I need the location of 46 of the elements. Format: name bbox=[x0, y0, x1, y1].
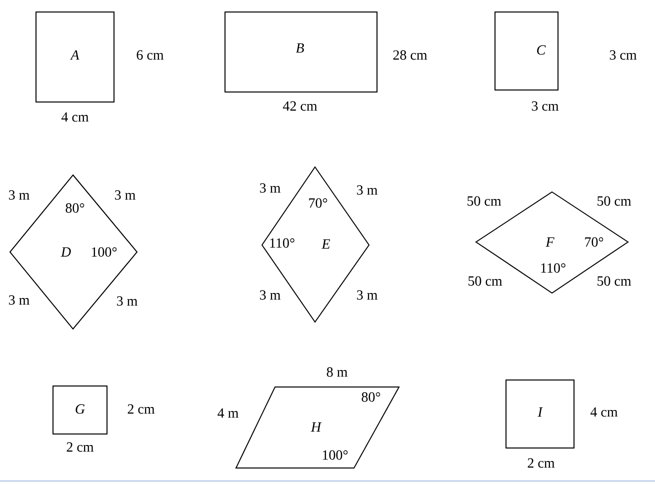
dimension-label: 4 cm bbox=[590, 407, 618, 417]
dimension-label: 3 m bbox=[8, 295, 30, 305]
dimension-label: 8 m bbox=[326, 367, 348, 377]
dimension-label: 2 cm bbox=[128, 404, 155, 414]
dimension-label: 42 cm bbox=[282, 101, 318, 111]
rectangle-shape bbox=[224, 12, 378, 92]
dimension-label: 50 cm bbox=[598, 276, 632, 286]
dimension-label: 50 cm bbox=[468, 196, 502, 206]
angle-label: 100° bbox=[92, 247, 117, 257]
dimension-label: 2 cm bbox=[528, 458, 555, 468]
angle-label: 70° bbox=[585, 237, 604, 247]
dimension-label: 3 m bbox=[260, 290, 280, 300]
dimension-label: 3 cm bbox=[610, 50, 637, 60]
rectangle-shape bbox=[36, 12, 114, 102]
dimension-label: 3 m bbox=[116, 296, 138, 306]
dimension-label: 6 cm bbox=[136, 50, 164, 60]
shape-letter: B bbox=[296, 43, 304, 53]
shape-letter: I bbox=[538, 407, 543, 417]
angle-label: 70° bbox=[309, 198, 328, 208]
shape-letter: E bbox=[322, 239, 330, 249]
dimension-label: 3 m bbox=[356, 290, 378, 300]
shape-letter: C bbox=[537, 45, 546, 55]
dimension-label: 4 cm bbox=[61, 112, 89, 122]
dimension-label: 3 m bbox=[114, 190, 136, 200]
dimension-label: 3 m bbox=[8, 190, 30, 200]
dimension-label: 50 cm bbox=[598, 196, 632, 206]
dimension-label: 28 cm bbox=[393, 50, 428, 60]
shape-letter: F bbox=[546, 237, 554, 247]
shape-letter: H bbox=[310, 422, 322, 432]
square-shape bbox=[494, 12, 558, 90]
dimension-label: 3 m bbox=[260, 183, 280, 193]
shape-letter: G bbox=[76, 404, 85, 414]
angle-label: 100° bbox=[322, 450, 348, 460]
angle-label: 110° bbox=[270, 238, 294, 248]
dimension-label: 3 m bbox=[356, 185, 378, 195]
dimension-label: 2 cm bbox=[66, 442, 94, 452]
dimension-label: 3 cm bbox=[532, 101, 559, 111]
shape-letter: A bbox=[70, 50, 80, 60]
dimension-label: 50 cm bbox=[468, 276, 502, 286]
square-shape bbox=[506, 380, 574, 448]
square-shape bbox=[52, 386, 108, 434]
angle-label: 80° bbox=[362, 392, 380, 402]
shape-letter: D bbox=[60, 247, 71, 257]
dimension-label: 4 m bbox=[218, 408, 238, 418]
angle-label: 110° bbox=[541, 263, 566, 273]
angle-label: 80° bbox=[66, 203, 84, 213]
